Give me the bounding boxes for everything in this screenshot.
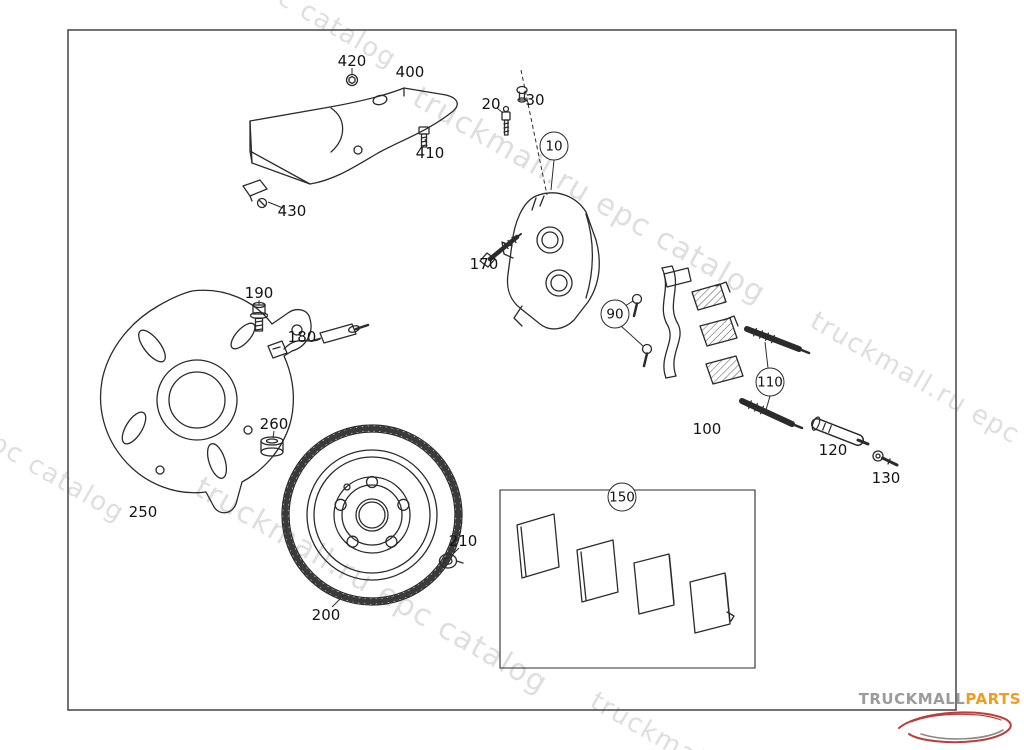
part-110-guide-pins	[739, 326, 811, 430]
part-150-brake-pads	[499, 489, 756, 669]
part-label-260: 260	[259, 415, 289, 433]
diagram-border	[67, 29, 957, 711]
part-120-sleeve	[811, 416, 870, 446]
part-20-bleeder-valve	[501, 105, 511, 136]
logo-brand-text: TRUCKMALL	[858, 690, 966, 708]
part-200-brake-disc	[281, 424, 463, 606]
part-label-190: 190	[244, 284, 274, 302]
part-label-400: 400	[395, 63, 425, 81]
part-260-cap	[260, 436, 284, 457]
part-170-bolt	[479, 233, 522, 268]
part-label-410: 410	[415, 144, 445, 162]
part-callout-110: 110	[755, 367, 785, 397]
logo-parts-text: PARTS	[965, 690, 1021, 708]
part-callout-90: 90	[600, 299, 630, 329]
logo-swoosh-icon	[898, 711, 1012, 744]
part-210-bolt	[438, 553, 464, 569]
part-190-bolt	[249, 301, 269, 332]
leader-lines	[258, 68, 771, 608]
brand-logo: TRUCKMALLPARTS	[856, 690, 1021, 746]
part-label-420: 420	[337, 52, 367, 70]
part-label-20: 20	[481, 95, 501, 113]
part-420-bolt	[345, 73, 359, 87]
part-label-210: 210	[448, 532, 478, 550]
part-130-bolt	[872, 450, 899, 467]
part-label-30: 30	[525, 91, 545, 109]
part-label-250: 250	[128, 503, 158, 521]
part-label-100: 100	[692, 420, 722, 438]
part-label-120: 120	[818, 441, 848, 459]
part-430-clamp	[242, 179, 268, 209]
part-400-air-duct	[249, 87, 458, 185]
part-label-130: 130	[871, 469, 901, 487]
part-callout-150: 150	[607, 482, 637, 512]
part-90-bolts	[631, 293, 653, 368]
part-label-430: 430	[277, 202, 307, 220]
part-10-brake-caliper	[501, 192, 600, 330]
part-label-170: 170	[469, 255, 499, 273]
part-180-wear-sensor	[267, 323, 370, 359]
part-callout-10: 10	[539, 131, 569, 161]
part-label-200: 200	[311, 606, 341, 624]
part-250-splash-shield	[99, 289, 312, 514]
part-100-retainer-spring	[661, 265, 744, 385]
part-label-180: 180	[287, 328, 317, 346]
